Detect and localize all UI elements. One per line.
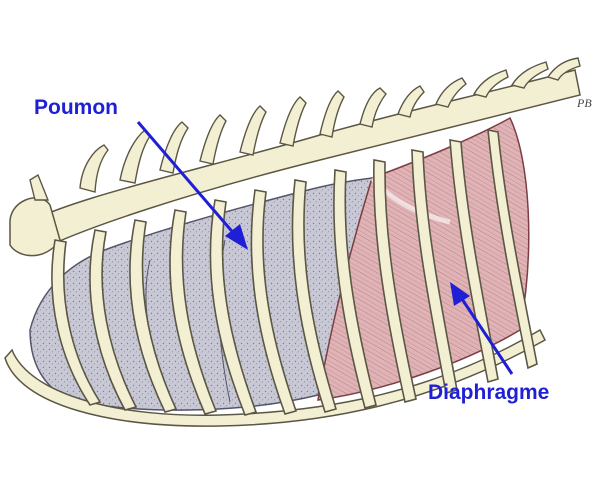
arrow-icon: [450, 282, 514, 375]
vertebral-column: [9, 57, 581, 257]
arrow-icon: [136, 121, 248, 250]
artist-signature: PB: [577, 96, 592, 110]
sternum: [4, 328, 546, 427]
diaphragm-label: Diaphragme: [428, 381, 550, 404]
ribs: [51, 129, 538, 416]
lung-label: Poumon: [34, 96, 118, 119]
